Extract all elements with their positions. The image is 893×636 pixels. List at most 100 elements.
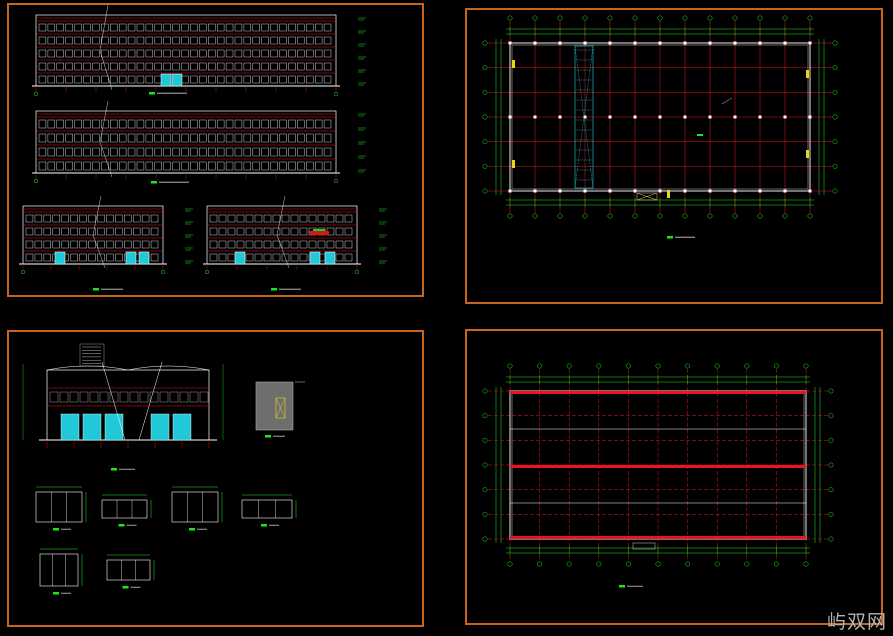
sections-panel [7, 330, 424, 627]
window [56, 119, 64, 129]
elevation-2-title-mark [151, 181, 157, 184]
window [288, 49, 296, 58]
window [225, 119, 234, 129]
window [124, 227, 132, 236]
column [533, 189, 537, 193]
door-marker [806, 70, 809, 78]
window [83, 161, 91, 171]
axis-bubble-top [607, 15, 613, 21]
window [154, 62, 162, 71]
window [115, 253, 123, 262]
window [199, 161, 207, 171]
window [270, 133, 278, 143]
window [34, 253, 43, 262]
roof-ridge [510, 465, 806, 468]
window-title-4-mark [261, 524, 267, 527]
window [297, 147, 305, 157]
axis-bubble-bottom [537, 561, 543, 567]
axis-bubble-bottom [557, 213, 563, 219]
window [323, 119, 332, 129]
staircase [574, 45, 594, 189]
window [106, 214, 114, 223]
door [171, 73, 183, 87]
window [314, 23, 323, 32]
window [172, 49, 180, 58]
axis-bubble-right [828, 462, 834, 468]
axis-bubble-bottom [732, 213, 738, 219]
window [261, 75, 269, 84]
window [101, 62, 109, 71]
axis-bubble-top [685, 363, 691, 369]
window [181, 147, 189, 157]
window [199, 133, 207, 143]
window [208, 119, 216, 129]
window-title-1-mark [53, 528, 59, 531]
window [199, 62, 207, 71]
window [34, 214, 43, 223]
window [47, 75, 56, 84]
window [136, 62, 145, 71]
window [225, 133, 234, 143]
window [61, 214, 69, 223]
window [323, 62, 332, 71]
window [288, 133, 296, 143]
window [88, 227, 96, 236]
window [199, 36, 207, 45]
window [154, 133, 162, 143]
column [733, 41, 737, 45]
column [708, 115, 712, 119]
window [70, 214, 78, 223]
window [127, 49, 136, 58]
window [261, 36, 269, 45]
window [145, 75, 154, 84]
window [89, 391, 99, 403]
axis-bubble-right [832, 139, 838, 145]
axis-bubble-top [507, 363, 513, 369]
window [216, 75, 225, 84]
elevations-drawing [19, 5, 387, 291]
window [74, 23, 82, 32]
door-marker [512, 160, 515, 168]
column [658, 41, 662, 45]
window [172, 62, 180, 71]
window [38, 36, 47, 45]
window [270, 147, 278, 157]
axis-bubble-left [482, 139, 488, 145]
axis-bubble-right [832, 89, 838, 95]
door [160, 73, 172, 87]
ground-plan-title-mark [667, 236, 673, 239]
wall-detail [255, 381, 294, 431]
window [110, 133, 118, 143]
window [74, 147, 82, 157]
window [127, 133, 136, 143]
window [281, 214, 290, 223]
window [172, 161, 180, 171]
elevation-outline [35, 14, 337, 87]
window [234, 147, 243, 157]
window [272, 240, 281, 249]
column [808, 189, 812, 193]
window [252, 36, 260, 45]
window [154, 49, 162, 58]
window [65, 62, 73, 71]
window [290, 253, 299, 262]
elevation-1-title-mark [149, 92, 155, 95]
window [59, 391, 69, 403]
axis-bubble-bottom [607, 213, 613, 219]
window [127, 62, 136, 71]
window [172, 36, 180, 45]
window [49, 391, 59, 403]
window [317, 214, 326, 223]
column [533, 115, 537, 119]
window [79, 214, 87, 223]
window [297, 161, 305, 171]
window [110, 36, 118, 45]
window [150, 214, 159, 223]
leader-line [99, 5, 109, 51]
window [263, 214, 272, 223]
window [74, 161, 82, 171]
axis-bubble [333, 91, 339, 97]
window [179, 391, 189, 403]
window [56, 49, 64, 58]
axis-bubble-left [482, 65, 488, 71]
